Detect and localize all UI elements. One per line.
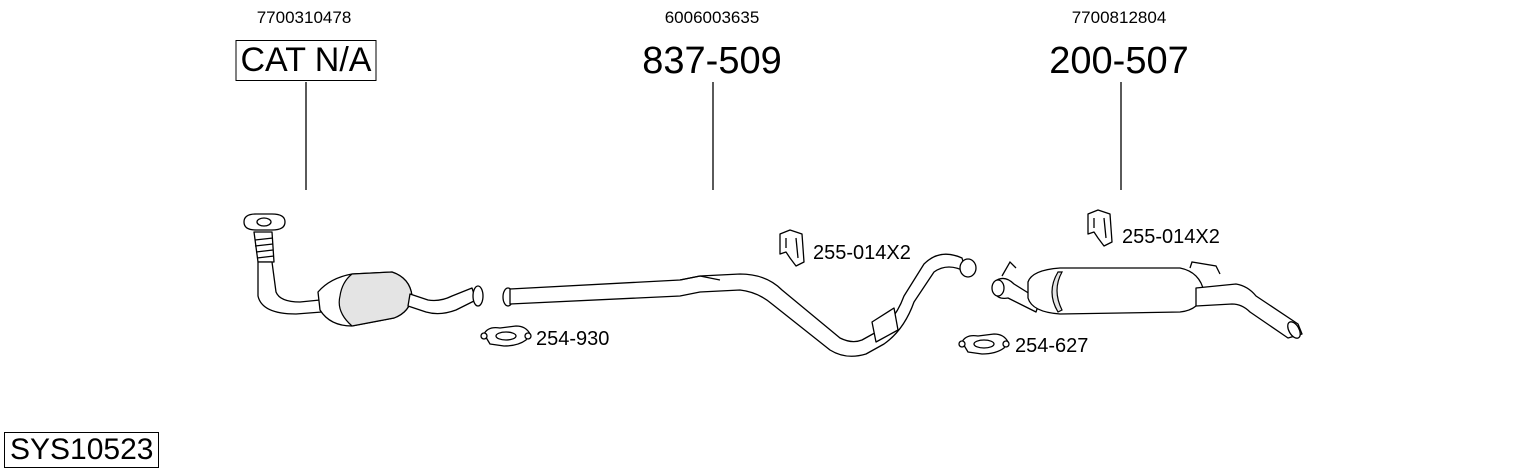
clamp-left-icon[interactable]: [480, 325, 532, 347]
clamp-left-label[interactable]: 254-930: [536, 328, 610, 350]
catalytic-converter-part[interactable]: [243, 213, 484, 327]
rubber-hanger-right-icon[interactable]: [1087, 209, 1113, 247]
middle-pipe-part[interactable]: [502, 253, 977, 357]
oem-number-middle-pipe: 6006003635: [664, 8, 760, 27]
rubber-hanger-left-icon[interactable]: [779, 229, 805, 267]
hanger-right-label[interactable]: 255-014X2: [1122, 226, 1220, 248]
part-number-catalyst[interactable]: CAT N/A: [235, 40, 377, 81]
hanger-left-label[interactable]: 255-014X2: [813, 242, 911, 264]
clamp-right-label[interactable]: 254-627: [1015, 335, 1089, 357]
oem-number-rear-silencer: 7700812804: [1071, 8, 1167, 27]
part-number-rear-silencer[interactable]: 200-507: [1049, 40, 1189, 82]
oem-number-catalyst: 7700310478: [256, 8, 352, 27]
clamp-right-icon[interactable]: [958, 333, 1010, 355]
part-number-middle-pipe[interactable]: 837-509: [642, 40, 782, 82]
system-code-box: SYS10523: [4, 432, 160, 468]
rear-silencer-part[interactable]: [991, 260, 1303, 340]
